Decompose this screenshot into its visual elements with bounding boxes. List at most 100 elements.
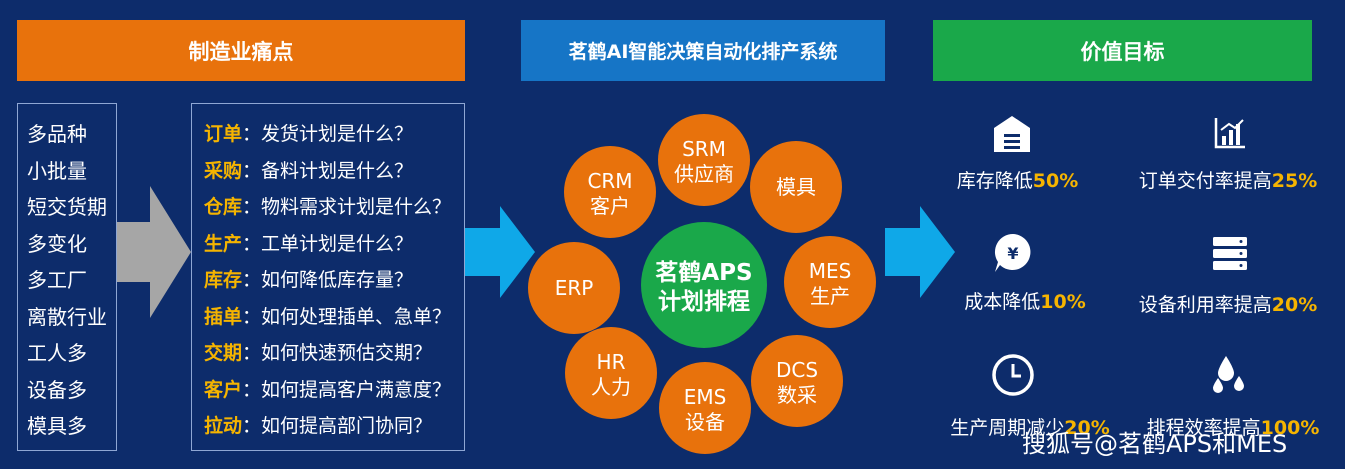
question-row: 订单：发货计划是什么？ bbox=[204, 116, 464, 153]
question-sep: ： bbox=[242, 378, 262, 401]
value-pct: 20% bbox=[1271, 294, 1318, 316]
question-text: 如何处理插单、急单？ bbox=[261, 305, 452, 328]
system-circle-label: MES bbox=[809, 259, 852, 283]
gray-arrow bbox=[117, 186, 191, 318]
center-title: 茗鹤APS bbox=[655, 259, 752, 286]
value-label: 排程效率提高 bbox=[1146, 417, 1261, 439]
value-pct: 25% bbox=[1271, 170, 1318, 192]
system-circle bbox=[528, 242, 620, 334]
value-item-cycle: 生产周期减少20% bbox=[940, 413, 1120, 440]
clock-icon bbox=[992, 354, 1034, 396]
question-row: 采购：备料计划是什么？ bbox=[204, 153, 464, 190]
question-key: 生产 bbox=[204, 232, 243, 255]
value-pct: 50% bbox=[1032, 170, 1079, 192]
question-row: 生产：工单计划是什么？ bbox=[204, 226, 464, 263]
server-icon bbox=[1213, 237, 1247, 270]
question-sep: ： bbox=[242, 123, 262, 145]
question-key: 插单 bbox=[204, 305, 243, 328]
cyan-arrow-left bbox=[465, 206, 535, 298]
value-item-cost: 成本降低10% bbox=[940, 287, 1110, 314]
pain-point-item: 模具多 bbox=[27, 414, 87, 438]
question-sep: ： bbox=[242, 415, 262, 437]
question-row: 拉动：如何提高部门协同？ bbox=[204, 408, 464, 445]
system-circle-label: SRM bbox=[682, 137, 726, 161]
value-item-scheduling: 排程效率提高100% bbox=[1128, 413, 1338, 440]
question-text: 备料计划是什么？ bbox=[261, 159, 414, 182]
value-goals-header: 价值目标 bbox=[933, 20, 1312, 81]
drops-icon bbox=[1213, 356, 1244, 393]
system-circle bbox=[564, 146, 656, 238]
question-text: 如何提高客户满意度？ bbox=[261, 378, 452, 401]
system-circle-sublabel: 数采 bbox=[777, 383, 817, 407]
system-circle bbox=[784, 236, 876, 328]
value-item-inventory: 库存降低50% bbox=[940, 166, 1095, 193]
value-pct: 100% bbox=[1260, 417, 1320, 439]
question-text: 如何降低库存量？ bbox=[261, 269, 414, 291]
question-key: 采购 bbox=[204, 159, 243, 182]
question-text: 如何提高部门协同？ bbox=[261, 415, 433, 437]
pain-point-item: 设备多 bbox=[27, 377, 87, 402]
value-label: 生产周期减少 bbox=[950, 417, 1065, 439]
question-sep: ： bbox=[242, 342, 262, 364]
value-label: 库存降低 bbox=[956, 170, 1033, 192]
question-text: 物料需求计划是什么？ bbox=[261, 196, 452, 218]
value-label: 订单交付率提高 bbox=[1138, 170, 1272, 192]
svg-text:¥: ¥ bbox=[1007, 244, 1018, 263]
value-pct: 20% bbox=[1064, 417, 1110, 439]
system-circle-sublabel: 人力 bbox=[591, 375, 631, 399]
question-text: 发货计划是什么？ bbox=[261, 123, 414, 145]
question-sep: ： bbox=[242, 159, 262, 182]
system-circle bbox=[750, 141, 842, 233]
question-sep: ： bbox=[242, 232, 262, 255]
yuan-bubble-icon: ¥ bbox=[994, 233, 1031, 272]
bar-chart-icon bbox=[1214, 118, 1245, 149]
value-label: 设备利用率提高 bbox=[1138, 294, 1272, 316]
pain-point-item: 短交货期 bbox=[27, 195, 107, 219]
question-row: 库存：如何降低库存量？ bbox=[204, 262, 464, 299]
question-key: 仓库 bbox=[204, 196, 243, 218]
system-circle-label: ERP bbox=[555, 276, 594, 300]
value-label: 成本降低 bbox=[964, 291, 1041, 313]
system-circle-sublabel: 供应商 bbox=[674, 162, 734, 186]
question-sep: ： bbox=[242, 305, 262, 328]
question-key: 交期 bbox=[204, 342, 243, 364]
system-circle bbox=[659, 362, 751, 454]
question-key: 库存 bbox=[204, 269, 243, 291]
question-row: 插单：如何处理插单、急单？ bbox=[204, 299, 464, 336]
pain-point-item: 多工厂 bbox=[27, 268, 87, 292]
pain-point-item: 多品种 bbox=[27, 122, 87, 146]
pain-point-item: 离散行业 bbox=[27, 304, 107, 329]
question-key: 订单 bbox=[204, 123, 243, 145]
question-text: 如何快速预估交期？ bbox=[261, 342, 433, 364]
center-subtitle: 计划排程 bbox=[658, 289, 750, 315]
value-pct: 10% bbox=[1040, 291, 1086, 313]
system-circle-label: HR bbox=[597, 350, 626, 374]
value-item-equipment: 设备利用率提高20% bbox=[1128, 290, 1328, 317]
question-row: 交期：如何快速预估交期？ bbox=[204, 335, 464, 372]
system-circle-sublabel: 设备 bbox=[685, 410, 725, 434]
system-circle-sublabel: 生产 bbox=[810, 284, 850, 308]
question-row: 客户：如何提高客户满意度？ bbox=[204, 372, 464, 409]
pain-points-header: 制造业痛点 bbox=[17, 20, 465, 81]
question-sep: ： bbox=[242, 269, 262, 291]
pain-point-item: 多变化 bbox=[27, 231, 87, 256]
system-circle-label: CRM bbox=[587, 169, 632, 193]
question-key: 客户 bbox=[204, 378, 243, 401]
system-circle bbox=[751, 335, 843, 427]
pain-points-list: 多品种 小批量 短交货期 多变化 多工厂 离散行业 工人多 设备多 模具多 bbox=[17, 103, 117, 451]
value-item-delivery: 订单交付率提高25% bbox=[1128, 166, 1328, 193]
questions-list: 订单：发货计划是什么？ 采购：备料计划是什么？ 仓库：物料需求计划是什么？ 生产… bbox=[191, 103, 465, 451]
system-circle-label: EMS bbox=[684, 385, 727, 409]
warehouse-icon bbox=[994, 116, 1030, 152]
system-circle bbox=[658, 114, 750, 206]
question-key: 拉动 bbox=[204, 415, 243, 437]
question-row: 仓库：物料需求计划是什么？ bbox=[204, 189, 464, 226]
pain-point-item: 小批量 bbox=[27, 158, 87, 183]
system-circle-label: 模具 bbox=[776, 175, 816, 199]
question-sep: ： bbox=[242, 196, 262, 218]
watermark: 搜狐号@茗鹤APS和MES bbox=[1022, 430, 1288, 458]
aps-system-header: 茗鹤AI智能决策自动化排产系统 bbox=[521, 20, 885, 81]
pain-point-item: 工人多 bbox=[27, 341, 87, 365]
center-aps-circle bbox=[641, 222, 767, 348]
